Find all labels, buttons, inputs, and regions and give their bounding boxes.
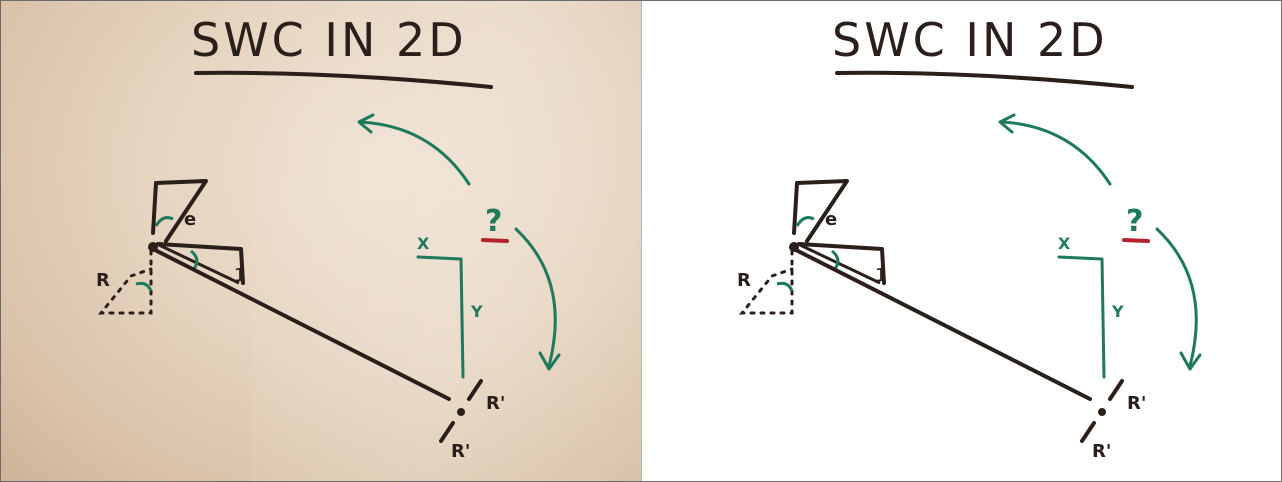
upper-triangle xyxy=(154,179,208,243)
angle-label-scan: e xyxy=(825,209,837,230)
arrow-down xyxy=(514,227,557,368)
lower-angle-arc xyxy=(190,249,199,270)
arrowhead-down xyxy=(538,351,561,371)
question-mark-scan: ? xyxy=(1126,204,1143,239)
unit-label-scan: 1 xyxy=(875,265,886,286)
long-ray xyxy=(151,247,451,401)
scan-panel: SWC IN 2D e 1 R R' R' xyxy=(642,1,1281,481)
r-prime-upper: R' xyxy=(486,393,505,414)
r-label-scan: R xyxy=(737,270,751,291)
x-axis-label-scan: X xyxy=(1058,234,1071,253)
title-underline xyxy=(194,70,493,89)
title-text: SWC IN 2D xyxy=(191,13,467,67)
upper-angle-arc xyxy=(154,216,174,227)
arrowhead-up-left xyxy=(357,113,375,134)
dashed-r-box-scan xyxy=(738,249,794,315)
y-axis-label-scan: Y xyxy=(1111,302,1124,321)
whiteboard-sketch-photo: SWC IN 2D e 1 R xyxy=(96,13,561,462)
arrow-up-left-scan xyxy=(1000,120,1112,186)
target-tick-upper-scan xyxy=(1108,379,1124,401)
title-text-scan: SWC IN 2D xyxy=(832,13,1108,67)
r-prime-upper-scan: R' xyxy=(1127,393,1146,414)
green-axes xyxy=(416,255,465,379)
lower-angle-arc-scan xyxy=(831,249,840,270)
arrow-down-scan xyxy=(1155,227,1198,368)
green-axes-scan xyxy=(1057,255,1106,379)
sketch-group-scan: SWC IN 2D e 1 R R' R' xyxy=(737,13,1202,462)
hypotenuse-short xyxy=(158,243,240,285)
upper-triangle-side xyxy=(151,181,158,235)
hypotenuse-short-scan xyxy=(799,243,881,285)
r-label: R xyxy=(96,270,110,291)
arrowhead-up-left-scan xyxy=(998,113,1016,134)
r-angle-arc xyxy=(135,281,153,292)
panel-divider xyxy=(641,1,642,481)
photo-panel: SWC IN 2D e 1 R xyxy=(1,1,641,481)
arrow-up-left xyxy=(359,120,471,186)
r-prime-lower: R' xyxy=(451,441,470,462)
y-axis-label: Y xyxy=(470,302,483,321)
target-dot xyxy=(457,408,465,416)
upper-triangle-scan xyxy=(795,179,849,243)
target-tick-upper xyxy=(467,379,483,401)
arrowhead-down-scan xyxy=(1179,351,1202,371)
upper-triangle-side-scan xyxy=(792,181,799,235)
unit-label: 1 xyxy=(234,265,245,286)
target-tick-lower xyxy=(439,421,455,443)
x-axis-label: X xyxy=(417,234,430,253)
sketch-group: SWC IN 2D e 1 R xyxy=(96,13,561,462)
whiteboard-sketch-scan: SWC IN 2D e 1 R R' R' xyxy=(737,13,1202,462)
horizontal-reference-scan xyxy=(797,242,886,285)
angle-label: e xyxy=(184,209,196,230)
title-underline-scan xyxy=(835,70,1134,89)
r-angle-arc-scan xyxy=(776,281,794,292)
target-dot-scan xyxy=(1098,408,1106,416)
red-underline-scan xyxy=(1122,238,1150,243)
upper-angle-arc-scan xyxy=(795,216,815,227)
long-ray-scan xyxy=(792,247,1092,401)
horizontal-reference xyxy=(156,242,245,285)
dashed-r-box xyxy=(97,249,153,315)
question-mark: ? xyxy=(485,204,502,239)
target-tick-lower-scan xyxy=(1080,421,1096,443)
red-underline xyxy=(481,238,509,243)
r-prime-lower-scan: R' xyxy=(1092,441,1111,462)
